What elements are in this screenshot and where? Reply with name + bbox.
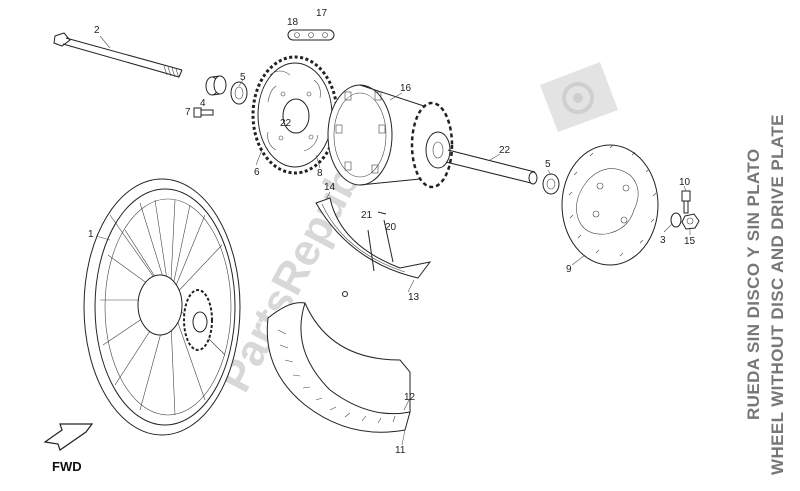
part-14-rim-band [315, 197, 432, 279]
callout-1: 1 [88, 229, 94, 240]
part-17-18-chain-link [287, 29, 335, 41]
callout-18: 18 [287, 17, 299, 28]
part-22-spacer-tube [445, 149, 538, 185]
part-6-sprocket [251, 55, 339, 175]
part-1-wheel [83, 178, 241, 436]
callout-6: 6 [254, 167, 260, 178]
callout-5-right: 5 [545, 159, 551, 170]
callout-10: 10 [679, 177, 691, 188]
callout-9: 9 [566, 264, 572, 275]
part-3-washer [670, 212, 682, 228]
callout-20: 20 [385, 222, 397, 233]
callout-5-left: 5 [240, 72, 246, 83]
callout-8: 8 [317, 168, 323, 179]
part-20-21-spokes [342, 211, 394, 297]
forward-arrow-icon [43, 423, 94, 451]
callout-11: 11 [395, 445, 406, 456]
part-11-12-tyre-and-tube [266, 302, 411, 433]
callout-22-left: 22 [280, 118, 292, 129]
callout-7: 7 [185, 107, 191, 118]
part-5-bearing-left [230, 81, 248, 105]
part-9-brake-disc [561, 144, 659, 266]
callout-3: 3 [660, 235, 666, 246]
callout-12: 12 [404, 392, 416, 403]
part-10-screw [681, 190, 691, 214]
leader-lines [95, 35, 691, 446]
part-15-nut [681, 213, 700, 230]
part-5-bearing-right [542, 173, 560, 195]
callout-2: 2 [94, 25, 100, 36]
callout-4: 4 [200, 98, 206, 109]
fwd-label: FWD [52, 459, 82, 474]
fwd-indicator: FWD [43, 423, 94, 474]
title-english: WHEEL WITHOUT DISC AND DRIVE PLATE [768, 114, 787, 475]
callout-labels: 1 2 3 4 5 5 6 7 8 9 10 11 12 13 14 15 16… [88, 8, 696, 456]
part-2-axle [53, 32, 183, 79]
part-7-bolt [193, 107, 214, 118]
diagram-title: RUEDA SIN DISCO Y SIN PLATO WHEEL WITHOU… [744, 114, 787, 475]
callout-13: 13 [408, 292, 420, 303]
callout-21: 21 [361, 210, 373, 221]
callout-15: 15 [684, 236, 696, 247]
part-4-spacer [205, 75, 227, 96]
callout-17: 17 [316, 8, 328, 19]
part-16-hub [327, 84, 454, 189]
watermark-gear-icon [540, 62, 618, 132]
callout-14: 14 [324, 182, 336, 193]
title-spanish: RUEDA SIN DISCO Y SIN PLATO [744, 148, 763, 420]
callout-16: 16 [400, 83, 412, 94]
callout-22-right: 22 [499, 145, 511, 156]
